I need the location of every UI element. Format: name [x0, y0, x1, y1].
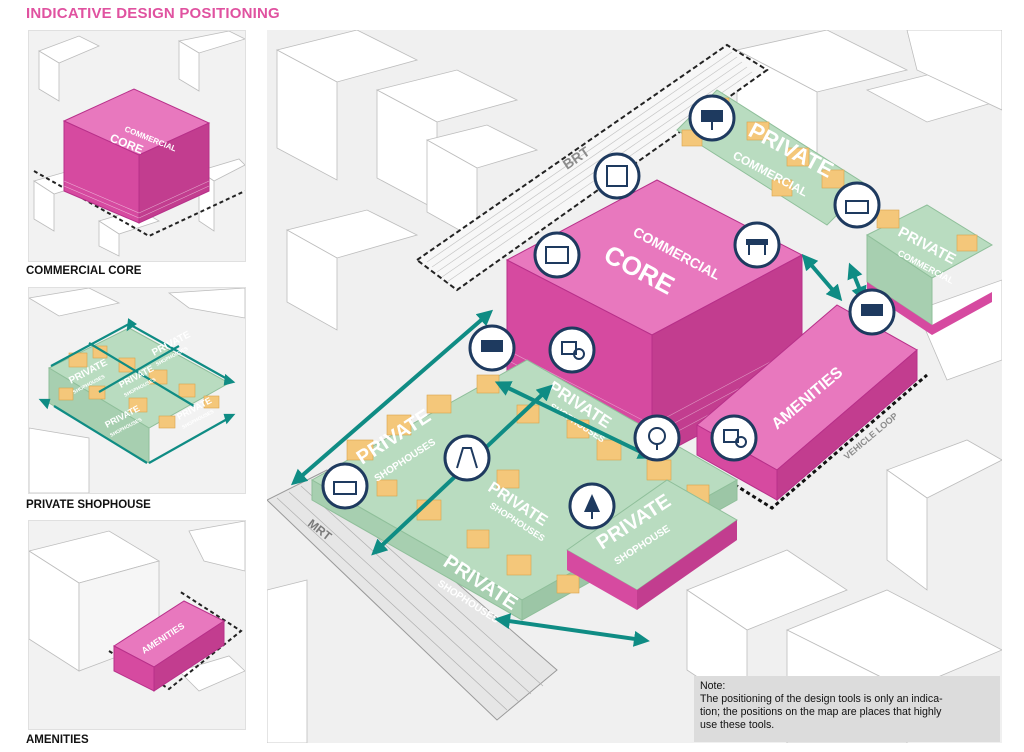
planter-icon: [833, 181, 881, 229]
tree-icon: [568, 482, 616, 530]
solar-panel-icon: [688, 94, 736, 142]
thumbnail-amenities: AMENITIES: [28, 520, 246, 730]
site-axonometric: BRT MRT VEHICLE LOOP COMMERCIAL CORE PRI…: [267, 30, 1002, 743]
note-line-2: tion; the positions on the map are place…: [700, 706, 942, 718]
main-site-map: BRT MRT VEHICLE LOOP COMMERCIAL CORE PRI…: [267, 30, 1002, 743]
caption-commercial-core: COMMERCIAL CORE: [26, 265, 142, 277]
thumbnail-private-shophouse: PRIVATE SHOPHOUSES PRIVATE SHOPHOUSES PR…: [28, 287, 246, 494]
note-box: Note: The positioning of the design tool…: [694, 676, 1000, 742]
private-shophouse-diagram: PRIVATE SHOPHOUSES PRIVATE SHOPHOUSES PR…: [29, 288, 245, 493]
planter-icon-2: [321, 462, 369, 510]
gallery-icon: [548, 326, 596, 374]
commercial-core-diagram: COMMERCIAL CORE: [33, 31, 245, 257]
page-title: INDICATIVE DESIGN POSITIONING: [26, 5, 280, 22]
note-heading: Note:: [700, 680, 726, 692]
tool-icons: [321, 94, 896, 530]
playground-swing-icon: [443, 434, 491, 482]
note-line-3: use these tools.: [700, 719, 775, 731]
puzzle-icon: [593, 152, 641, 200]
bench-icon: [733, 221, 781, 269]
caption-amenities: AMENITIES: [26, 734, 89, 746]
stage-icon: [533, 231, 581, 279]
caption-private-shophouse: PRIVATE SHOPHOUSE: [26, 499, 151, 511]
note-line-1: The positioning of the design tools is o…: [700, 693, 943, 705]
solar-panel-icon-3: [468, 324, 516, 372]
thumbnail-commercial-core: COMMERCIAL CORE: [28, 30, 246, 262]
gallery-icon-2: [710, 414, 758, 462]
plant-art-icon: [633, 414, 681, 462]
amenities-diagram: AMENITIES: [29, 521, 245, 692]
solar-panel-icon-2: [848, 288, 896, 336]
